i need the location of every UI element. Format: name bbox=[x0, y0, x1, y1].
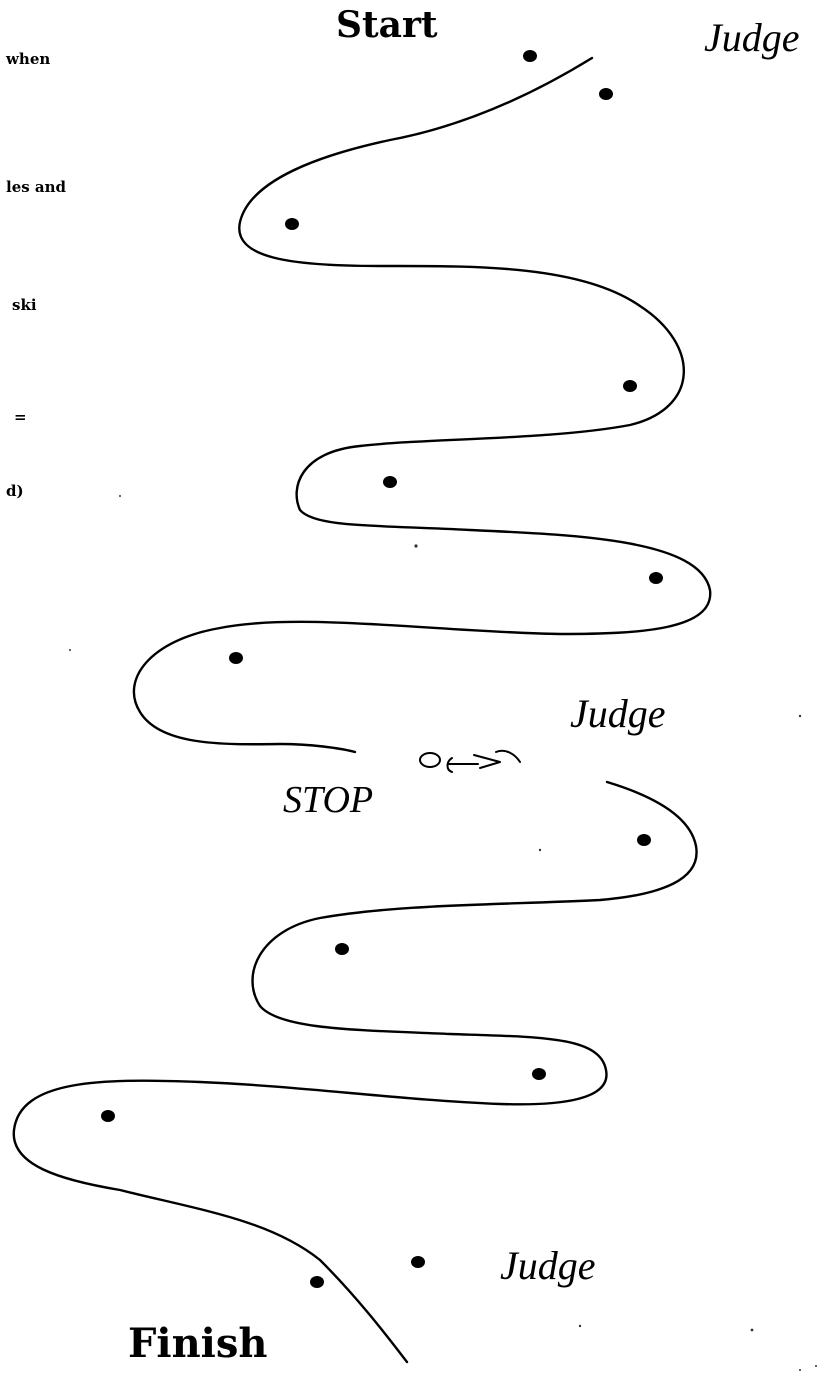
gate-dot bbox=[649, 572, 663, 584]
gate-dot bbox=[532, 1068, 546, 1080]
gate-dot bbox=[285, 218, 299, 230]
fallen-skier-sketch bbox=[420, 751, 520, 772]
gate-dot bbox=[310, 1276, 324, 1288]
gate-dot bbox=[383, 476, 397, 488]
gate-dot bbox=[599, 88, 613, 100]
gate-dot bbox=[101, 1110, 115, 1122]
gate-dot bbox=[411, 1256, 425, 1268]
gate-dot bbox=[229, 652, 243, 664]
gate-dot bbox=[637, 834, 651, 846]
course-path-upper bbox=[134, 58, 710, 752]
course-path-lower bbox=[14, 782, 697, 1362]
gate-dot bbox=[523, 50, 537, 62]
gate-dot bbox=[623, 380, 637, 392]
gate-dot bbox=[335, 943, 349, 955]
